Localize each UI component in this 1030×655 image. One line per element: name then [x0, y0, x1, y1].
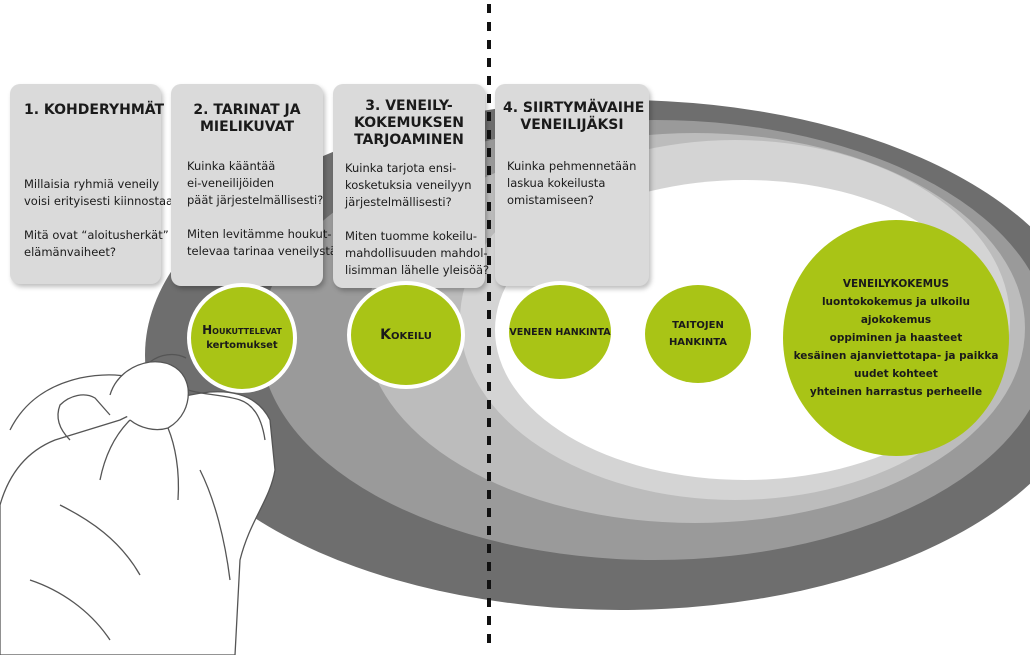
houkuttelevat-kertomukset-circle: Houkuttelevat kertomukset — [187, 283, 297, 393]
stage-3-questions: Kuinka tarjota ensi- kosketuksia veneily… — [345, 161, 490, 277]
stage-1-box: 1. KOHDERYHMÄT Millaisia ryhmiä veneily … — [10, 84, 180, 284]
veneen-hankinta-circle: VENEEN HANKINTA — [505, 281, 615, 383]
reclining-person-illustration — [0, 353, 276, 655]
stage-3-box: 3. VENEILY- KOKEMUKSEN TARJOAMINEN Kuink… — [333, 84, 490, 288]
veneilykokemus-list: VENEILYKOKEMUS luontokokemus ja ulkoilu … — [793, 278, 999, 398]
stage-4-questions: Kuinka pehmennetään laskua kokeilusta om… — [507, 159, 637, 207]
taitojen-hankinta-circle: TAITOJEN HANKINTA — [645, 285, 751, 383]
stage-4-title: 4. SIIRTYMÄVAIHE VENEILIJÄKSI — [503, 100, 645, 133]
stage-2-questions: Kuinka kääntää ei-veneilijöiden päät jär… — [187, 159, 337, 258]
stage-4-box: 4. SIIRTYMÄVAIHE VENEILIJÄKSI Kuinka peh… — [495, 84, 649, 286]
stage-1-questions: Millaisia ryhmiä veneily voisi erityises… — [24, 177, 180, 259]
veneilykokemus-circle: VENEILYKOKEMUS luontokokemus ja ulkoilu … — [783, 220, 1009, 456]
stage-2-box: 2. TARINAT JA MIELIKUVAT Kuinka kääntää … — [171, 84, 337, 286]
stage-2-title: 2. TARINAT JA MIELIKUVAT — [193, 102, 301, 135]
kokeilu-circle: Kokeilu — [347, 281, 465, 389]
stage-1-title: 1. KOHDERYHMÄT — [24, 102, 165, 118]
stage-3-title: 3. VENEILY- KOKEMUKSEN TARJOAMINEN — [353, 98, 465, 148]
